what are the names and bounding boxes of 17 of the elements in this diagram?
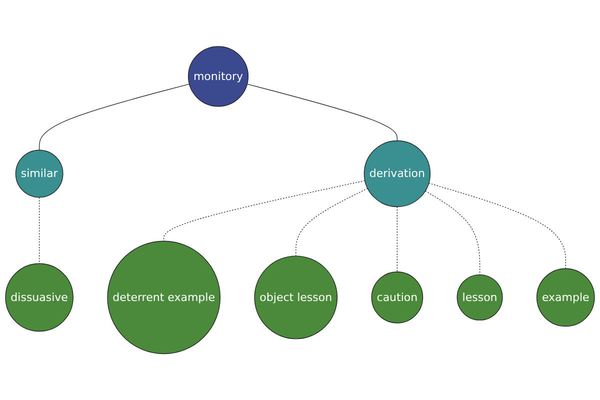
node-circle: caution bbox=[371, 271, 424, 324]
connector bbox=[163, 180, 366, 242]
connector bbox=[38, 196, 40, 264]
connector bbox=[428, 182, 566, 269]
node-circle: similar bbox=[15, 150, 64, 198]
node-circle: monitory bbox=[188, 46, 249, 107]
connector bbox=[246, 84, 398, 141]
connector bbox=[296, 188, 368, 256]
connector bbox=[425, 190, 480, 275]
node-circle: derivation bbox=[364, 140, 431, 207]
connector bbox=[396, 206, 398, 272]
node-circle: example bbox=[536, 268, 595, 326]
node-circle: lesson bbox=[456, 274, 503, 320]
node-circle: object lesson bbox=[254, 256, 338, 339]
node-circle: dissuasive bbox=[5, 263, 74, 332]
node-circle: deterrent example bbox=[107, 240, 220, 354]
connector bbox=[38, 84, 190, 150]
